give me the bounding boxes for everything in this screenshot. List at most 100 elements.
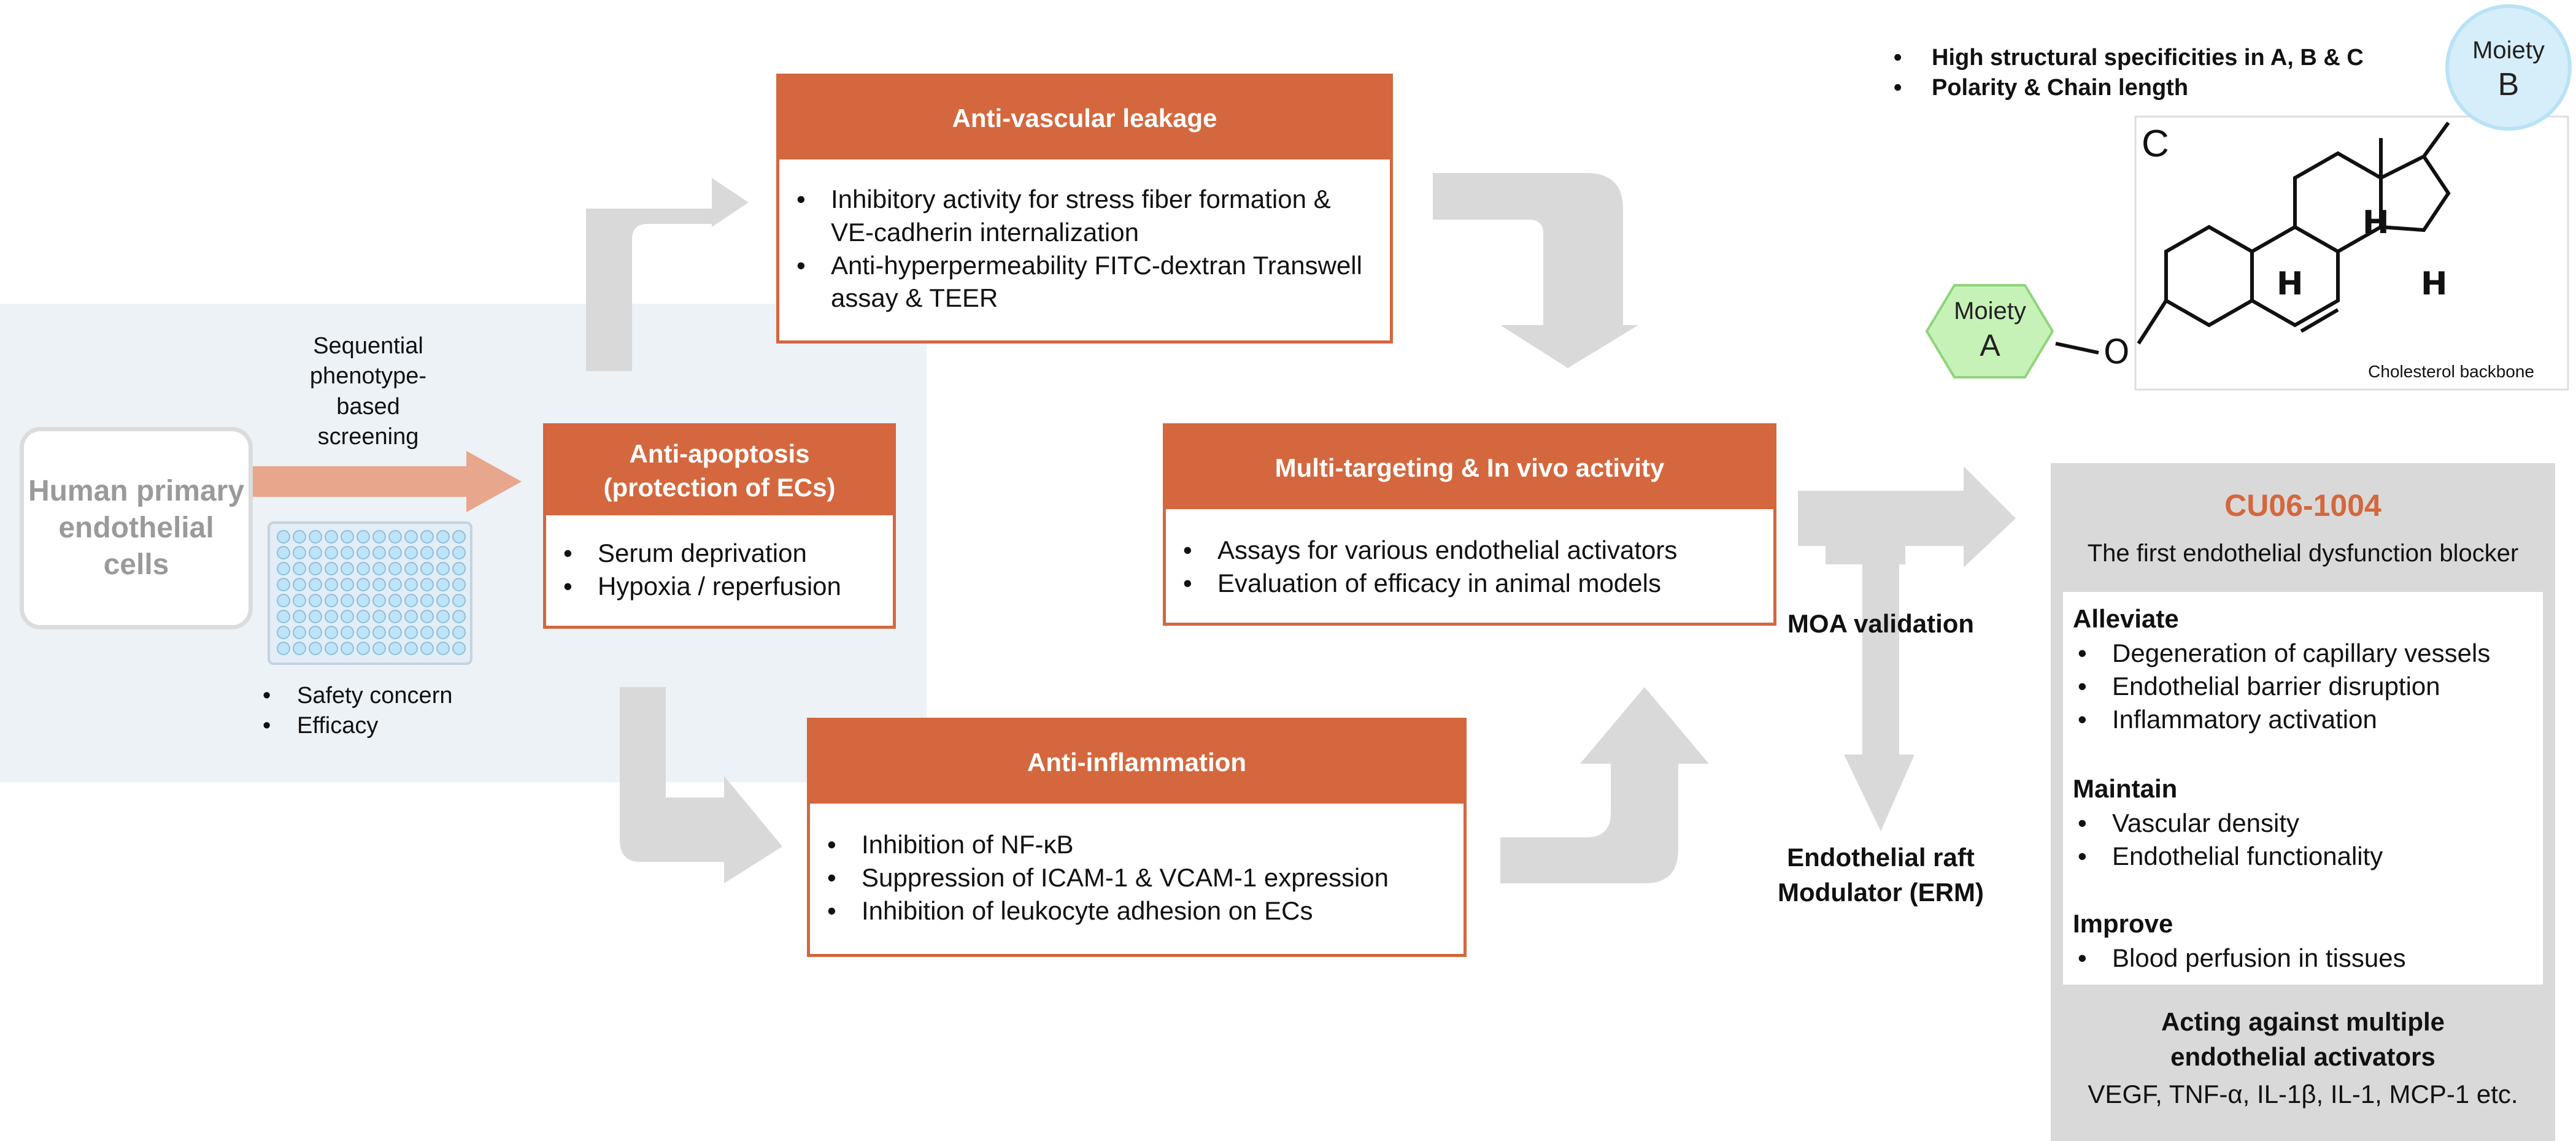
well [309,642,322,655]
anti-vascular-box: Anti-vascular leakage Inhibitory activit… [776,74,1393,344]
oxygen-label: O [2104,332,2130,371]
well [372,610,386,623]
well [404,642,418,655]
well [420,626,434,639]
well [325,610,338,623]
well [277,546,290,559]
well [404,578,418,591]
moiety-b-circle [2445,4,2572,131]
anti-vascular-title: Anti-vascular leakage [779,77,1390,159]
list-item: Inflammatory activation [2073,703,2551,736]
well [277,562,290,575]
well [372,562,386,575]
well [293,626,306,639]
structure-bullets: High structural specificities in A, B & … [1889,43,2441,102]
well [341,578,354,591]
well [357,530,370,544]
well [436,546,450,559]
list-item: Blood perfusion in tissues [2073,942,2551,975]
well [420,578,434,591]
well [309,562,322,575]
well-plate-icon [268,521,472,665]
well [420,610,434,623]
list-item: Evaluation of efficacy in animal models [1178,567,1761,600]
well [404,626,418,639]
moa-down-arrow [1844,564,1915,831]
ring-bonds [2137,121,2451,345]
well [293,578,306,591]
well [341,642,354,655]
well [309,626,322,639]
screening-notes: Safety concern Efficacy [258,681,503,740]
well [357,626,370,639]
well [325,530,338,544]
list-item: Inhibitory activity for stress fiber for… [792,183,1378,249]
well [293,562,306,575]
well [372,578,386,591]
well [372,546,386,559]
list-item: Anti-hyperpermeability FITC-dextran Tran… [792,249,1378,315]
svg-text:H: H [2277,266,2304,302]
well [452,642,466,655]
well [293,610,306,623]
well [420,530,434,544]
well [436,610,450,623]
well [325,594,338,607]
well [341,626,354,639]
well [277,594,290,607]
well [341,594,354,607]
well [452,594,466,607]
well [277,530,290,544]
moiety-b-word: Moiety [2472,37,2545,64]
well [277,642,290,655]
well [388,546,402,559]
moiety-b-letter: B [2498,67,2520,102]
well [436,626,450,639]
well [341,530,354,544]
well [388,610,402,623]
moiety-a-hexagon [1925,284,2054,378]
anti-vascular-list: Inhibitory activity for stress fiber for… [779,159,1390,315]
well [277,610,290,623]
anti-apoptosis-title: Anti-apoptosis (protection of ECs) [546,426,893,515]
well [420,546,434,559]
note-safety: Safety concern [258,681,503,711]
well [357,642,370,655]
arrow-to-anti-vascular [586,178,749,371]
moa-label: MOA validation [1787,609,1975,638]
well [325,642,338,655]
well [420,594,434,607]
well [452,610,466,623]
list-item: Inhibition of NF-κB [822,828,1451,861]
well [404,610,418,623]
list-item: Endothelial functionality [2073,840,2551,873]
screening-label: Sequential phenotype-based screening [309,333,427,450]
well [325,626,338,639]
list-item: Inhibition of leukocyte adhesion on ECs [822,894,1451,928]
well [436,578,450,591]
well [372,594,386,607]
well [309,546,322,559]
well [404,562,418,575]
anti-apoptosis-box: Anti-apoptosis (protection of ECs) Serum… [543,423,896,629]
well [372,626,386,639]
well [388,626,402,639]
well [436,562,450,575]
moiety-a-bond [2055,342,2099,355]
well [357,562,370,575]
human-cells-box: Human primary endothelial cells [20,427,253,629]
improve-list: Blood perfusion in tissues [2073,942,2551,975]
well [341,610,354,623]
cu-activators: VEGF, TNF-α, IL-1β, IL-1, MCP-1 etc. [2088,1080,2518,1108]
well [293,530,306,544]
well [293,546,306,559]
anti-apoptosis-list: Serum deprivation Hypoxia / reperfusion [546,515,893,603]
improve-heading: Improve [2073,909,2173,938]
moa-top-bar [1826,546,1905,564]
well [388,578,402,591]
c-label: C [2142,123,2169,165]
well [293,594,306,607]
bullet-polarity: Polarity & Chain length [1889,73,2441,103]
multi-targeting-title: Multi-targeting & In vivo activity [1166,426,1773,509]
well [404,546,418,559]
